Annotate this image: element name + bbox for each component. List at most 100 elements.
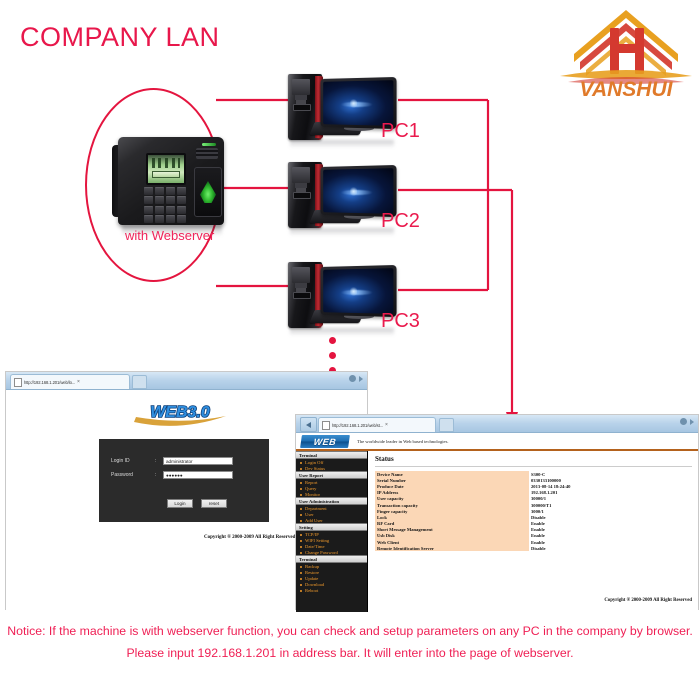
notice-line-2: Please input 192.168.1.201 in address ba… <box>126 646 574 660</box>
back-button[interactable] <box>300 417 317 432</box>
login-browser-chrome: http://192.168.1.201/web/lo... × <box>6 372 367 390</box>
speaker-grille-icon <box>196 148 218 159</box>
pc-1-label: PC1 <box>381 120 420 142</box>
status-value: Disable <box>529 514 680 521</box>
webserver-header: WEB The worldwide leader in Web based te… <box>296 433 698 451</box>
nav-item-query[interactable]: Query <box>296 485 367 491</box>
web-logo: WEB <box>300 434 350 448</box>
nav-item-download[interactable]: Download <box>296 581 367 587</box>
status-key: Usb Disk <box>375 532 529 540</box>
status-key: Serial Number <box>375 477 529 484</box>
nav-item-backup[interactable]: Backup <box>296 563 367 569</box>
page-favicon-icon <box>14 377 22 387</box>
status-key: IP Address <box>375 489 529 496</box>
login-button[interactable]: Login <box>167 499 193 508</box>
nav-item-dev-status[interactable]: Dev Status <box>296 465 367 471</box>
status-key: Transaction capacity <box>375 501 529 509</box>
status-value: 192.168.1.201 <box>529 489 680 496</box>
nav-item-change-password[interactable]: Change Password <box>296 549 367 555</box>
nav-item-report[interactable]: Report <box>296 479 367 485</box>
nav-item-tcp-ip[interactable]: TCP/IP <box>296 531 367 537</box>
device-reflection <box>122 225 222 236</box>
login-id-row: Login ID : <box>111 457 233 465</box>
login-id-colon: : <box>155 458 157 464</box>
status-value: 30000/1 <box>529 495 680 502</box>
new-tab-button[interactable] <box>439 418 454 432</box>
webserver-browser-window: http://192.168.1.201/web/st... × WEB The… <box>296 415 698 612</box>
nav-item-user[interactable]: User <box>296 511 367 517</box>
password-row: Password : <box>111 471 233 479</box>
status-value: S300-C <box>529 471 680 478</box>
status-value: Disable <box>529 545 680 552</box>
nav-group-3: Setting <box>296 523 367 531</box>
login-id-label: Login ID <box>111 458 130 464</box>
webserver-window-controls <box>680 418 694 425</box>
web30-logo: WEB3.0 <box>130 398 230 428</box>
nav-item-monitor[interactable]: Monitor <box>296 491 367 497</box>
status-key: Remote Identification Server <box>375 545 529 552</box>
svg-text:VANSHUI: VANSHUI <box>580 78 674 100</box>
login-browser-tab[interactable]: http://192.168.1.201/web/lo... × <box>10 374 130 389</box>
nav-group-0: Terminal <box>296 451 367 459</box>
reset-button[interactable]: reset <box>201 499 227 508</box>
status-key: Lock <box>375 514 529 521</box>
close-tab-icon[interactable]: × <box>385 422 388 428</box>
settings-icon[interactable] <box>349 375 356 382</box>
nav-item-department[interactable]: Department <box>296 505 367 511</box>
status-page-title: Status <box>375 455 692 467</box>
login-actions: Login reset <box>167 499 227 508</box>
nav-item-add-user[interactable]: Add User <box>296 517 367 523</box>
login-form-panel: Login ID : Password : Login reset <box>99 439 269 522</box>
webserver-browser-tab[interactable]: http://192.168.1.201/web/st... × <box>318 417 436 432</box>
status-value: 300000/T1 <box>529 501 680 509</box>
login-copyright: Copyright ® 2000-2009 All Right Reserved <box>204 535 296 540</box>
nav-item-date-time[interactable]: Date/Time <box>296 543 367 549</box>
pc-3-label: PC3 <box>381 310 420 332</box>
pc-2 <box>288 160 400 236</box>
webserver-copyright: Copyright ® 2000-2009 All Right Reserved <box>604 598 692 603</box>
status-key: Finger capacity <box>375 508 529 515</box>
nav-item-restore[interactable]: Restore <box>296 569 367 575</box>
webserver-tagline: The worldwide leader in Web based techno… <box>357 438 449 444</box>
close-tab-icon[interactable]: × <box>77 379 80 385</box>
chevron-right-icon[interactable] <box>690 418 694 425</box>
login-window-controls <box>349 375 363 382</box>
settings-icon[interactable] <box>680 418 687 425</box>
pc-3 <box>288 260 400 336</box>
device-caption: with Webserver <box>125 228 215 243</box>
logo-graphic: VANSHUI <box>560 10 692 101</box>
pc-1 <box>288 72 400 148</box>
nav-item-update[interactable]: Update <box>296 575 367 581</box>
chevron-right-icon[interactable] <box>359 375 363 382</box>
status-key: RF Card <box>375 520 529 527</box>
nav-item-login-off[interactable]: Login Off <box>296 459 367 465</box>
device-lcd-screen <box>146 153 186 185</box>
web30-logo-graphic: WEB3.0 <box>134 403 226 426</box>
nav-item-wifi-setting[interactable]: WIFI Setting <box>296 537 367 543</box>
nav-group-4: Terminal <box>296 555 367 563</box>
nav-item-reboot[interactable]: Reboot <box>296 587 367 593</box>
pc-2-label: PC2 <box>381 210 420 232</box>
password-colon: : <box>155 472 157 478</box>
status-key: Web Client <box>375 539 529 546</box>
fingerprint-terminal <box>112 133 232 238</box>
new-tab-button[interactable] <box>132 375 147 389</box>
status-value: 2013-08-14 18:24:40 <box>529 483 680 490</box>
password-input[interactable] <box>163 471 233 479</box>
page-favicon-icon <box>322 420 330 430</box>
status-key: Device Name <box>375 471 529 478</box>
status-value: Enable <box>529 526 680 533</box>
webserver-page-body: WEB The worldwide leader in Web based te… <box>296 433 698 612</box>
login-id-input[interactable] <box>163 457 233 465</box>
